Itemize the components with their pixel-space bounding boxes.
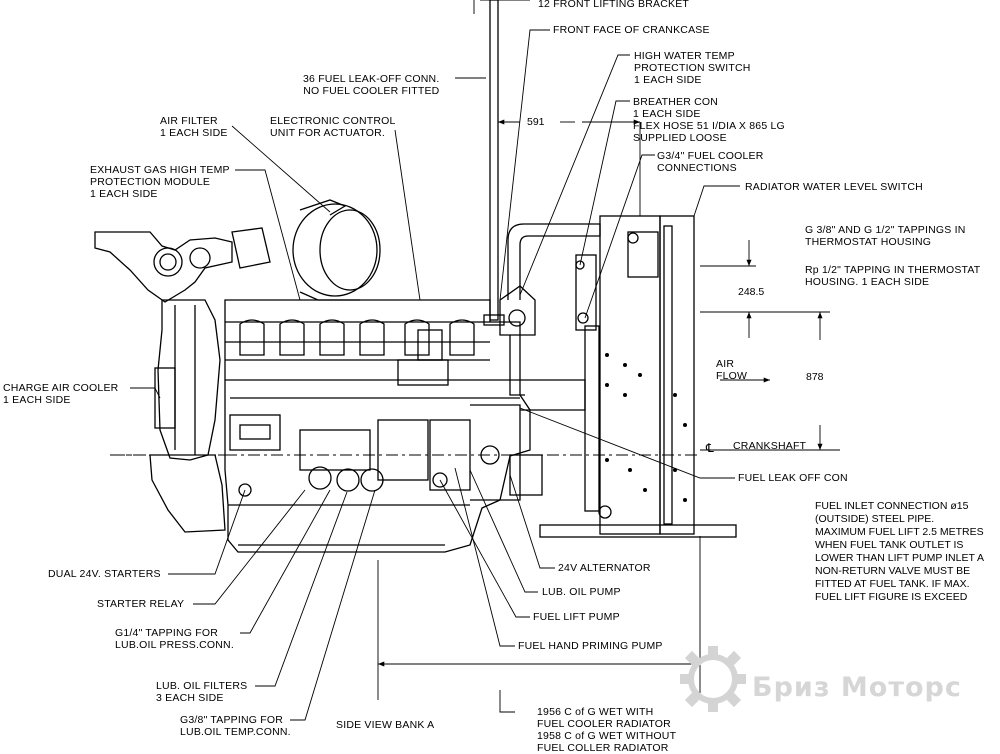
label-cog-note: 1956 C of G WET WITH FUEL COOLER RADIATO… bbox=[537, 706, 677, 754]
label-front-face-crankcase: FRONT FACE OF CRANKCASE bbox=[553, 24, 710, 36]
radiator-core bbox=[599, 215, 661, 535]
label-fuel-inlet-note: FUEL INLET CONNECTION ø15 (OUTSIDE) STEE… bbox=[815, 500, 985, 603]
label-crankshaft: CRANKSHAFT bbox=[733, 440, 807, 452]
lub-oil-filter-1 bbox=[308, 466, 332, 490]
dimension-lines bbox=[110, 0, 840, 700]
centreline-symbol: ℄ bbox=[705, 441, 714, 455]
label-lub-oil-pump: LUB. OIL PUMP bbox=[542, 586, 621, 598]
dimension-878: 878 bbox=[806, 371, 824, 383]
label-side-view: SIDE VIEW BANK A bbox=[336, 719, 435, 731]
label-tapping-temp: G3/8" TAPPING FOR LUB.OIL TEMP.CONN. bbox=[180, 714, 291, 738]
cylinder-head-3 bbox=[319, 319, 345, 356]
label-radiator-level-switch: RADIATOR WATER LEVEL SWITCH bbox=[745, 181, 923, 193]
label-fuel-leak-off-conn: 36 FUEL LEAK-OFF CONN. NO FUEL COOLER FI… bbox=[303, 73, 440, 97]
cylinder-head-2 bbox=[279, 319, 305, 356]
label-high-water-temp: HIGH WATER TEMP PROTECTION SWITCH 1 EACH… bbox=[634, 50, 751, 86]
cylinder-head-6 bbox=[449, 319, 475, 356]
label-exhaust-gas: EXHAUST GAS HIGH TEMP PROTECTION MODULE … bbox=[90, 164, 230, 200]
bolt-markers bbox=[605, 353, 687, 502]
label-alternator: 24V ALTERNATOR bbox=[558, 562, 651, 574]
label-starter-relay: STARTER RELAY bbox=[97, 598, 185, 610]
turbo-housing bbox=[153, 247, 183, 277]
label-air-flow: AIR FLOW bbox=[716, 358, 748, 382]
label-thermostat-tappings: G 3/8" AND G 1/2" TAPPINGS IN THERMOSTAT… bbox=[805, 224, 966, 248]
dimension-248-5: 248.5 bbox=[738, 286, 765, 298]
exhaust-elbow bbox=[94, 231, 233, 303]
label-fuel-cooler-connections: G3/4" FUEL COOLER CONNECTIONS bbox=[657, 150, 764, 174]
label-hand-priming-pump: FUEL HAND PRIMING PUMP bbox=[518, 640, 663, 652]
label-fuel-lift-pump: FUEL LIFT PUMP bbox=[533, 611, 620, 623]
label-lub-oil-filters: LUB. OIL FILTERS 3 EACH SIDE bbox=[156, 680, 248, 704]
label-air-filter: AIR FILTER 1 EACH SIDE bbox=[160, 115, 228, 139]
label-tapping-press: G1/4" TAPPING FOR LUB.OIL PRESS.CONN. bbox=[115, 627, 234, 651]
cylinder-head-5 bbox=[404, 319, 430, 356]
dimension-591: 591 bbox=[527, 116, 545, 128]
radiator-level-switch bbox=[627, 232, 639, 244]
watermark-text: Бриз Моторс bbox=[752, 672, 962, 703]
label-fuel-leak-off-con: FUEL LEAK OFF CON bbox=[738, 472, 848, 484]
label-dual-starters: DUAL 24V. STARTERS bbox=[48, 568, 161, 580]
label-electronic-control: ELECTRONIC CONTROL UNIT FOR ACTUATOR. bbox=[270, 115, 396, 139]
air-filter-drum bbox=[292, 203, 378, 297]
label-breather-con: BREATHER CON 1 EACH SIDE FLEX HOSE 51 I/… bbox=[633, 96, 785, 144]
label-front-lifting-bracket: 12 FRONT LIFTING BRACKET bbox=[538, 0, 690, 10]
lub-oil-filter-2 bbox=[336, 468, 360, 492]
charge-air-pipe bbox=[157, 299, 221, 461]
cylinder-head-4 bbox=[359, 319, 385, 356]
watermark-logo bbox=[680, 646, 746, 712]
lifting-bracket-rod bbox=[489, 0, 499, 321]
label-rp-tapping: Rp 1/2" TAPPING IN THERMOSTAT HOUSING. 1… bbox=[805, 264, 981, 288]
cylinder-head-1 bbox=[239, 319, 265, 356]
leader-lines bbox=[130, 29, 740, 721]
label-charge-air-cooler: CHARGE AIR COOLER 1 EACH SIDE bbox=[3, 382, 119, 406]
radiator-side-frame bbox=[659, 215, 695, 535]
engine-body bbox=[94, 0, 737, 553]
